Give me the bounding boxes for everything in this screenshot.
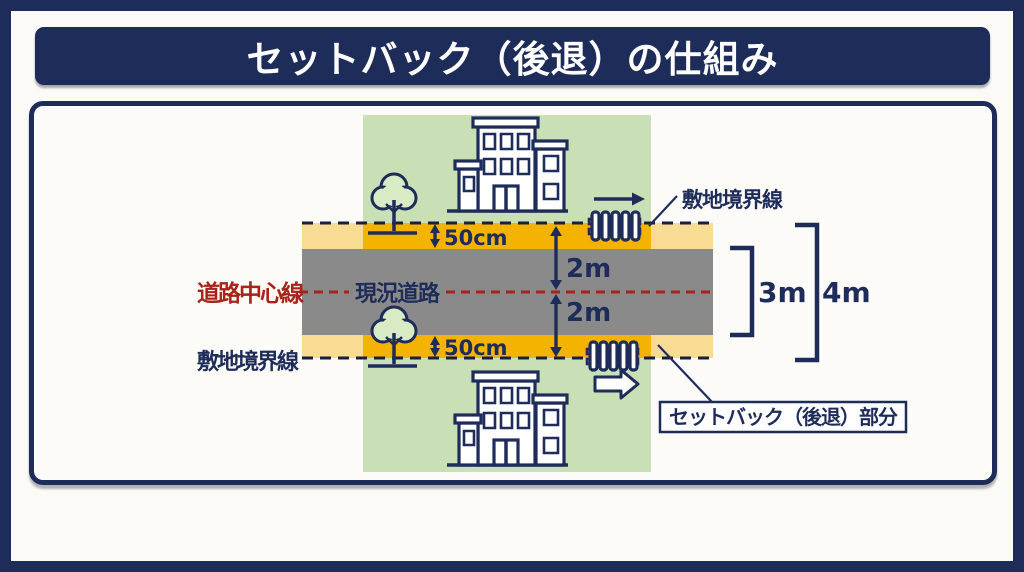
current-road-label: 現況道路 bbox=[355, 281, 441, 307]
fence-icon-bottom bbox=[585, 340, 640, 372]
leader-line-setback-label bbox=[657, 344, 713, 403]
dimension-label-2m-top: 2m bbox=[566, 254, 611, 284]
dimension-label-50cm-bottom: 50cm bbox=[444, 336, 508, 360]
page-title: セットバック（後退）の仕組み bbox=[246, 38, 779, 81]
arrow-right-icon-bottom bbox=[593, 368, 640, 400]
road-center-line-label: 道路中心線 bbox=[197, 280, 304, 307]
dimension-label-4m: 4m bbox=[822, 276, 871, 309]
dimension-label-3m: 3m bbox=[758, 276, 807, 309]
dimension-label-2m-bottom: 2m bbox=[566, 298, 611, 328]
site-boundary-label-right: 敷地境界線 bbox=[682, 188, 783, 212]
dimension-arrow-50cm-bottom bbox=[430, 336, 440, 357]
arrow-right-icon-top bbox=[594, 192, 645, 206]
site-boundary-label-left: 敷地境界線 bbox=[197, 349, 299, 375]
bracket-4m bbox=[795, 222, 820, 363]
bracket-3m bbox=[730, 245, 755, 338]
dimension-arrow-50cm-top bbox=[430, 224, 440, 248]
dimension-label-50cm-top: 50cm bbox=[444, 226, 508, 250]
leader-line-boundary-label bbox=[648, 195, 678, 227]
fence-icon-top bbox=[587, 210, 642, 242]
setback-area-label: セットバック（後退）部分 bbox=[669, 405, 898, 429]
setback-label-box bbox=[658, 400, 908, 434]
dimension-arrow-2m-bottom bbox=[550, 294, 562, 357]
dimension-arrow-2m-top bbox=[550, 226, 562, 290]
title-bar: セットバック（後退）の仕組み bbox=[35, 27, 990, 85]
